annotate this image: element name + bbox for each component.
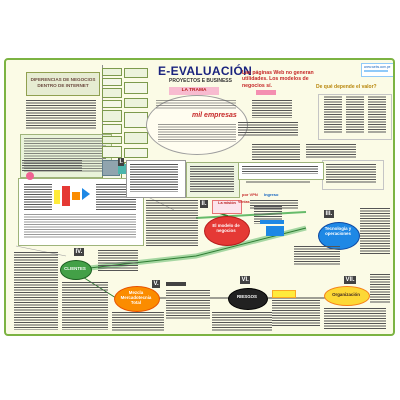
trama-label: LA TRAMA	[169, 87, 219, 95]
text-block	[360, 208, 390, 254]
text-block	[190, 166, 234, 192]
node-business-model	[204, 216, 250, 246]
text-block	[24, 214, 136, 238]
node-business-model-label: El modelo de negocios	[212, 223, 240, 234]
node-organization	[324, 286, 370, 306]
text-block	[238, 122, 298, 136]
poster-subtitle: PROYECTOS E BUSINESS	[169, 78, 232, 84]
node-clients	[60, 260, 92, 280]
text-block	[252, 144, 300, 160]
text-block	[130, 164, 178, 192]
text-block	[368, 94, 386, 134]
text-block	[272, 300, 320, 326]
node-risks	[228, 288, 268, 310]
value-note: Ingreso	[264, 192, 279, 197]
text-block	[250, 200, 298, 210]
red-tag	[256, 90, 276, 95]
section-numeral-iv: IV.	[74, 248, 84, 256]
node-marketing	[114, 286, 160, 312]
text-block	[22, 160, 82, 172]
mission-tag: La misión	[212, 200, 242, 214]
text-block	[14, 252, 58, 330]
text-block	[370, 274, 390, 304]
text-block	[346, 94, 364, 134]
text-block	[166, 290, 210, 320]
text-block	[252, 100, 292, 118]
node-clients-label: CLIENTES	[64, 266, 86, 271]
bar-red	[62, 186, 70, 206]
text-block	[306, 144, 356, 158]
sales-note: Ventas	[238, 200, 250, 204]
section-numeral-ii: II.	[200, 200, 209, 208]
text-block	[326, 164, 376, 184]
text-block	[62, 282, 108, 330]
node-risks-label: RIESGOS	[236, 294, 257, 299]
value-question: De qué depende el valor?	[316, 84, 377, 90]
text-block	[324, 308, 386, 330]
section-numeral-vii: VII.	[344, 276, 357, 284]
blue-bar	[260, 220, 284, 224]
pink-dot	[26, 172, 34, 180]
text-block	[26, 100, 96, 130]
section-numeral-v: V.	[152, 280, 161, 288]
bar-yellow	[54, 190, 60, 204]
text-block	[24, 184, 52, 210]
differences-box: DIFERENCIAS DE NEGOCIOS DENTRO DE INTERN…	[26, 72, 100, 96]
text-block	[212, 312, 272, 332]
text-block	[146, 200, 198, 246]
arrow-blue-icon	[82, 188, 90, 200]
text-block	[254, 206, 282, 224]
node-technology	[318, 222, 360, 250]
poster: E-EVALUACIÓN PROYECTOS E BUSINESS www.we…	[4, 58, 395, 336]
section-numeral-i: I.	[118, 158, 125, 166]
node-marketing-label: Mezcla Mercadotecnia Total	[120, 290, 152, 306]
poster-title: E-EVALUACIÓN	[158, 64, 253, 78]
bar-orange	[72, 192, 80, 200]
logo-bar	[364, 70, 388, 72]
blue-block	[266, 226, 284, 236]
node-technology-label: Tecnología y operaciones	[324, 226, 352, 237]
text-block	[324, 94, 342, 134]
text-block	[158, 124, 236, 142]
yellow-tag	[272, 290, 296, 298]
trama-highlight: mil empresas	[192, 112, 237, 119]
value-table	[318, 94, 392, 140]
headline: Las páginas Web no generan utilidades. L…	[242, 70, 314, 89]
text-block	[98, 250, 138, 272]
value-note: por VPN	[242, 192, 258, 197]
text-block	[242, 166, 318, 174]
text-block	[294, 246, 340, 266]
logo-text: www.webs.com.pe	[364, 65, 391, 69]
section-numeral-vi: VI.	[240, 276, 251, 284]
black-bar	[166, 282, 186, 286]
section-numeral-iii: III.	[324, 210, 334, 218]
differences-label: DIFERENCIAS DE NEGOCIOS DENTRO DE INTERN…	[30, 77, 96, 88]
text-block	[112, 312, 164, 332]
node-organization-label: Organización	[332, 292, 360, 297]
chart-thumb	[118, 164, 132, 174]
text-block	[156, 100, 236, 110]
